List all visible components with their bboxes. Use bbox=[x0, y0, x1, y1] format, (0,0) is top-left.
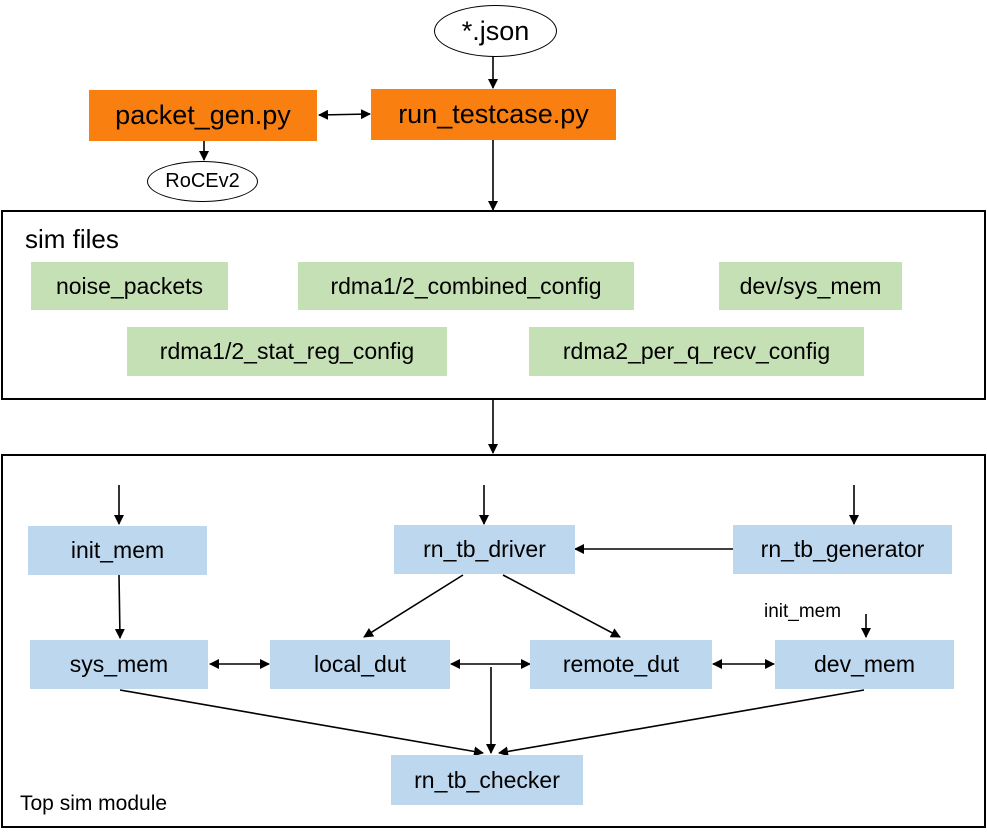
rn-tb-generator-label: rn_tb_generator bbox=[760, 536, 925, 562]
sys-mem-label: sys_mem bbox=[69, 651, 169, 677]
sim-file-label: rdma2_per_q_recv_config bbox=[562, 338, 831, 364]
json-ellipse-label: *.json bbox=[461, 15, 530, 46]
sim-files-title: sim files bbox=[25, 224, 119, 254]
sim-file-label: rdma1/2_stat_reg_config bbox=[159, 338, 415, 364]
packet-gen-box: packet_gen.py bbox=[89, 90, 317, 141]
local-dut-label: local_dut bbox=[313, 651, 407, 677]
sim-file-combined-config: rdma1/2_combined_config bbox=[298, 262, 634, 310]
sim-file-stat-reg-config: rdma1/2_stat_reg_config bbox=[127, 327, 447, 376]
arrow-packet-gen-run-testcase bbox=[318, 109, 371, 120]
sim-file-label: noise_packets bbox=[55, 272, 204, 299]
init-mem-label: init_mem bbox=[70, 537, 165, 563]
rn-tb-driver-label: rn_tb_driver bbox=[423, 536, 546, 562]
rn-tb-checker-box: rn_tb_checker bbox=[391, 755, 583, 805]
run-testcase-label: run_testcase.py bbox=[398, 99, 589, 129]
top-sim-module-container bbox=[1, 454, 986, 828]
sim-files-container bbox=[1, 210, 986, 400]
dev-mem-input-label: init_mem bbox=[764, 601, 842, 622]
rn-tb-checker-label: rn_tb_checker bbox=[414, 766, 560, 793]
run-testcase-box: run_testcase.py bbox=[371, 89, 616, 140]
rn-tb-generator-box: rn_tb_generator bbox=[733, 525, 952, 574]
sys-mem-box: sys_mem bbox=[30, 640, 208, 689]
rocev2-ellipse-label: RoCEv2 bbox=[165, 170, 240, 192]
sim-file-noise-packets: noise_packets bbox=[31, 262, 228, 310]
sim-file-label: rdma1/2_combined_config bbox=[330, 272, 602, 299]
remote-dut-label: remote_dut bbox=[562, 651, 680, 677]
dev-mem-box: dev_mem bbox=[775, 640, 954, 689]
arrow-dev-mem-to-checker bbox=[498, 689, 865, 757]
sim-file-per-q-recv-config: rdma2_per_q_recv_config bbox=[529, 327, 864, 376]
json-ellipse: *.json bbox=[434, 5, 557, 57]
sim-file-label: dev/sys_mem bbox=[739, 272, 882, 299]
arrow-driver-to-local-dut bbox=[363, 574, 464, 638]
arrow-driver-to-remote-dut bbox=[502, 574, 621, 638]
arrow-sys-mem-to-checker bbox=[119, 689, 484, 757]
init-mem-box: init_mem bbox=[28, 526, 207, 575]
sim-file-dev-sys-mem: dev/sys_mem bbox=[719, 262, 902, 310]
top-sim-module-title: Top sim module bbox=[20, 792, 168, 815]
arrow-init-mem-to-sys-mem bbox=[114, 574, 125, 639]
rn-tb-driver-box: rn_tb_driver bbox=[394, 525, 575, 574]
remote-dut-box: remote_dut bbox=[530, 640, 712, 689]
local-dut-box: local_dut bbox=[270, 640, 450, 689]
dev-mem-label: dev_mem bbox=[814, 651, 915, 677]
packet-gen-label: packet_gen.py bbox=[115, 100, 291, 130]
rocev2-ellipse: RoCEv2 bbox=[147, 161, 258, 202]
